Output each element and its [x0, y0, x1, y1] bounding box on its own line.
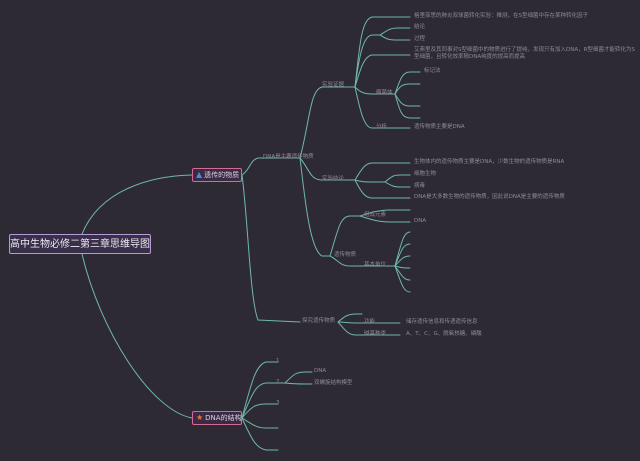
- connector-d4-e4: [394, 93, 421, 119]
- connector-c1-d4: [354, 86, 396, 95]
- connector-root-m2: [81, 253, 193, 419]
- topic-d-3[interactable]: 碱基种类: [364, 331, 387, 337]
- connector-c1-d5: [354, 86, 396, 129]
- star-icon: ★: [196, 413, 204, 422]
- topic-a5[interactable]: 噬菌体: [376, 90, 393, 96]
- main-topic-label: 遗传的物质: [204, 171, 240, 179]
- topic-c-3[interactable]: 基本单位: [364, 262, 387, 268]
- topic-e-3[interactable]: 2: [276, 379, 280, 385]
- topic-b-3[interactable]: 病毒: [414, 183, 426, 189]
- connector-f2-g2: [384, 181, 411, 188]
- connector-h1-i2: [359, 215, 411, 223]
- connector-c3-h2: [329, 255, 361, 267]
- connector-d2-e1: [379, 27, 411, 36]
- connector-j-6: [394, 265, 411, 293]
- topic-a7[interactable]: 分析: [376, 124, 388, 130]
- main-topic-dna-structure[interactable]: ★DNA的结构: [192, 411, 242, 425]
- connector-f2-g1: [384, 174, 411, 183]
- topic-e-1[interactable]: 1: [276, 358, 280, 364]
- topic-d-2[interactable]: 储存遗传信息和传递遗传信息: [406, 319, 478, 325]
- connector-m1-b1: [241, 157, 301, 176]
- topic-d-1[interactable]: 功能: [364, 319, 376, 325]
- connector-b1-c1: [299, 86, 356, 159]
- topic-c-1[interactable]: 组成元素: [364, 212, 387, 218]
- flame-icon: ▲: [196, 170, 203, 179]
- topic-b1[interactable]: DNA是主要遗传物质: [263, 154, 314, 160]
- connector-j-4: [394, 265, 411, 269]
- connector-d4-e2: [394, 83, 421, 95]
- topic-a6[interactable]: 标记法: [424, 68, 441, 74]
- connector-m2-n4: [241, 417, 279, 429]
- connector-root-m1: [81, 174, 193, 235]
- topic-b-4[interactable]: DNA是大多数生物的遗传物质，因此说DNA是主要的遗传物质: [414, 194, 565, 200]
- connector-b1-c3: [299, 157, 331, 257]
- connector-c1-d3: [354, 54, 396, 88]
- root-topic[interactable]: 高中生物必修二第三章思维导图: [9, 234, 151, 254]
- topic-b-2[interactable]: 细胞生物: [414, 171, 437, 177]
- connector-c1-d2: [354, 34, 381, 88]
- topic-e-5[interactable]: 3: [276, 400, 280, 406]
- topic-b2[interactable]: 探究遗传物质: [302, 318, 336, 324]
- connector-b1-c2: [299, 157, 356, 181]
- topic-a3[interactable]: 过程: [414, 36, 426, 42]
- connector-b2-k2: [337, 321, 401, 324]
- connector-m2-n3: [241, 403, 279, 419]
- topic-b-1[interactable]: 生物体内的遗传物质主要是DNA，少数生物的遗传物质是RNA: [414, 159, 565, 165]
- topic-a2[interactable]: 结论: [414, 24, 426, 30]
- connector-c1-d1: [354, 16, 411, 88]
- connector-n2-o1: [284, 371, 313, 384]
- connector-d2-e2: [379, 34, 411, 41]
- connector-b2-k3: [337, 321, 401, 336]
- connector-j-3: [394, 255, 411, 267]
- topic-a8[interactable]: 遗传物质主要是DNA: [414, 124, 465, 130]
- connector-c2-f2: [354, 179, 386, 183]
- topic-c-2[interactable]: DNA: [414, 218, 427, 224]
- connector-m1-b2: [241, 174, 301, 323]
- connector-j-2: [394, 243, 411, 267]
- topic-a4[interactable]: 艾弗里及其同事对S型细菌中的物质进行了提纯，发现只有加入DNA，R型细菌才能转化…: [414, 47, 635, 60]
- main-topic-genetic-material[interactable]: ▲遗传的物质: [192, 168, 242, 182]
- connector-d4-e1: [394, 71, 421, 95]
- connector-b2-k1: [337, 313, 363, 323]
- topic-e-2[interactable]: DNA: [314, 368, 327, 374]
- connector-m2-n1: [241, 361, 279, 419]
- topic-c3[interactable]: 遗传物质: [334, 252, 357, 258]
- topic-c2[interactable]: 实验结论: [322, 176, 345, 182]
- connector-c3-h1: [329, 215, 361, 257]
- connector-c2-f1: [354, 162, 411, 181]
- connector-j-root: [394, 231, 411, 267]
- connector-c2-f3: [354, 179, 411, 199]
- connector-d4-e3: [394, 93, 421, 107]
- topic-e-4[interactable]: 双螺旋结构模型: [314, 380, 353, 386]
- topic-c1[interactable]: 实验证据: [322, 82, 345, 88]
- connector-j-5: [394, 265, 411, 281]
- connector-m2-n2: [241, 382, 286, 419]
- connector-m2-n5: [241, 417, 279, 451]
- connector-n2-o2: [284, 382, 313, 385]
- topic-a1[interactable]: 格里菲思的肺炎双球菌转化实验：推测，在S型细菌中存在某种转化因子: [414, 13, 588, 19]
- main-topic-label: DNA的结构: [205, 414, 242, 422]
- topic-d-4[interactable]: A、T、C、G、脱氧核糖、磷酸: [406, 331, 482, 337]
- connector-h1-i1: [359, 209, 411, 217]
